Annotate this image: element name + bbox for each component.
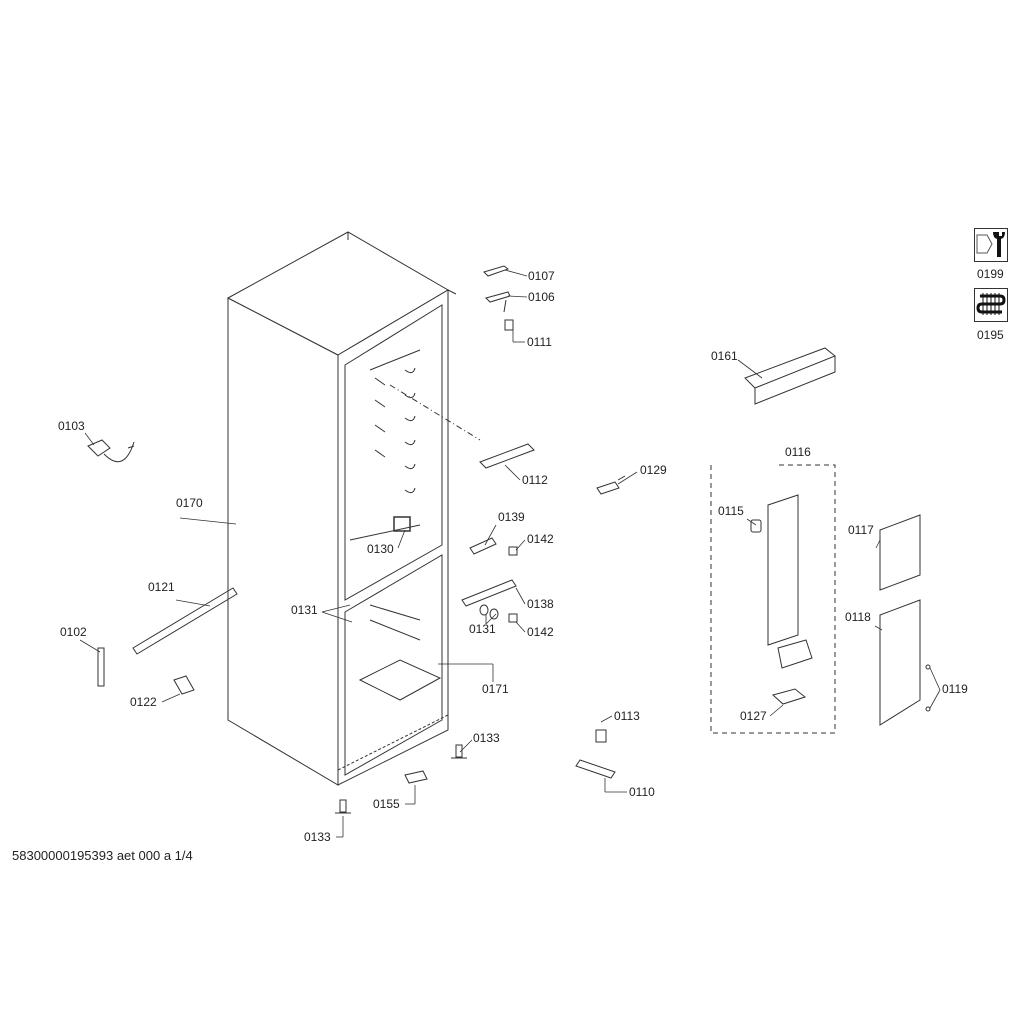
icon-label: 0199 <box>977 267 1004 281</box>
part-label[interactable]: 0155 <box>373 797 400 811</box>
part-label[interactable]: 0121 <box>148 580 175 594</box>
part-label[interactable]: 0139 <box>498 510 525 524</box>
part-label[interactable]: 0170 <box>176 496 203 510</box>
heater-coil-icon[interactable] <box>974 288 1008 322</box>
small-parts <box>87 265 931 814</box>
leader-dashed <box>389 384 481 441</box>
part-label[interactable]: 0122 <box>130 695 157 709</box>
part-label[interactable]: 0116 <box>785 445 811 459</box>
part-label[interactable]: 0115 <box>718 504 744 518</box>
coil-glyph <box>976 293 1006 315</box>
part-label[interactable]: 0129 <box>640 463 667 477</box>
leader-lines <box>79 269 941 838</box>
part-label[interactable]: 0113 <box>614 709 640 723</box>
cabinet-0170 <box>226 231 457 786</box>
part-label[interactable]: 0119 <box>942 682 968 696</box>
wrench-nut-glyph <box>976 232 1005 257</box>
part-label[interactable]: 0117 <box>848 523 874 537</box>
part-label[interactable]: 0106 <box>528 290 555 304</box>
part-label[interactable]: 0102 <box>60 625 87 639</box>
icon-label: 0195 <box>977 328 1004 342</box>
part-label[interactable]: 0161 <box>711 349 738 363</box>
part-label[interactable]: 0130 <box>367 542 394 556</box>
part-label[interactable]: 0110 <box>629 785 655 799</box>
tools-icon[interactable] <box>974 228 1008 262</box>
part-label[interactable]: 0112 <box>522 473 548 487</box>
part-label[interactable]: 0133 <box>304 830 331 844</box>
part-label[interactable]: 0142 <box>527 625 554 639</box>
part-label[interactable]: 0118 <box>845 610 871 624</box>
part-label[interactable]: 0127 <box>740 709 767 723</box>
part-label[interactable]: 0138 <box>527 597 554 611</box>
part-label[interactable]: 0131 <box>469 622 496 636</box>
part-label[interactable]: 0142 <box>527 532 554 546</box>
part-label[interactable]: 0171 <box>482 682 509 696</box>
part-label[interactable]: 0107 <box>528 269 555 283</box>
document-id: 58300000195393 aet 000 a 1/4 <box>12 848 193 863</box>
part-label[interactable]: 0111 <box>527 335 552 349</box>
part-label[interactable]: 0133 <box>473 731 500 745</box>
part-label[interactable]: 0103 <box>58 419 85 433</box>
part-label[interactable]: 0131 <box>291 603 318 617</box>
